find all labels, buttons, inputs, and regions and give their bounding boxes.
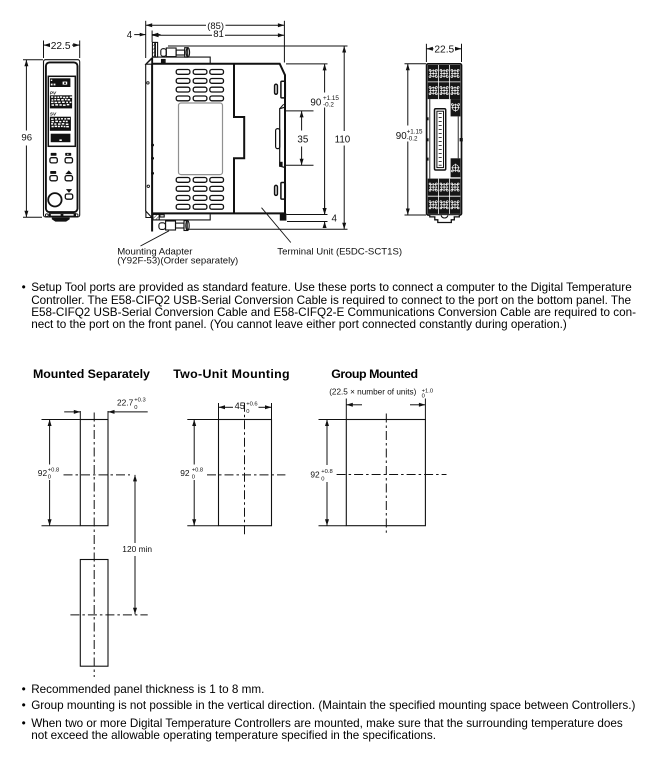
- svg-text:92: 92: [180, 468, 190, 478]
- svg-text:(22.5 × number of units): (22.5 × number of units): [329, 388, 416, 397]
- svg-text:90: 90: [396, 131, 407, 142]
- svg-text:+1.15: +1.15: [407, 129, 423, 136]
- svg-text:0: 0: [422, 394, 425, 400]
- svg-text:0: 0: [48, 475, 51, 481]
- svg-text:+0.8: +0.8: [192, 468, 203, 474]
- svg-text:22.5: 22.5: [51, 41, 71, 52]
- svg-text:Terminal Unit (E5DC-SCT1S): Terminal Unit (E5DC-SCT1S): [277, 247, 402, 258]
- svg-text:0: 0: [134, 405, 137, 411]
- svg-text:PV: PV: [50, 90, 57, 95]
- svg-text:0: 0: [192, 475, 195, 481]
- svg-text:+1.15: +1.15: [323, 95, 339, 102]
- svg-text:45: 45: [235, 401, 245, 411]
- svg-text:(Y92F-53)(Order separately): (Y92F-53)(Order separately): [117, 256, 238, 267]
- svg-text:Mounting Adapter: Mounting Adapter: [117, 247, 193, 258]
- svg-text:110: 110: [335, 134, 351, 145]
- svg-text:(85): (85): [207, 20, 224, 31]
- svg-text:120 min: 120 min: [122, 544, 152, 554]
- svg-text:SV: SV: [50, 112, 57, 117]
- svg-text:+1.0: +1.0: [422, 389, 433, 395]
- svg-text:0: 0: [246, 409, 249, 415]
- svg-text:92: 92: [38, 468, 48, 478]
- svg-text:90: 90: [310, 98, 321, 109]
- svg-text:0: 0: [321, 477, 324, 483]
- svg-text:+0.3: +0.3: [134, 398, 145, 404]
- svg-text:81: 81: [213, 29, 224, 40]
- svg-text:92: 92: [310, 469, 320, 479]
- svg-text:22.5: 22.5: [434, 45, 454, 56]
- svg-text:-0.2: -0.2: [323, 102, 334, 109]
- svg-text:4: 4: [332, 213, 338, 224]
- svg-text:96: 96: [21, 133, 32, 144]
- svg-text:+0.8: +0.8: [48, 468, 59, 474]
- svg-text:22.7: 22.7: [117, 398, 134, 408]
- svg-text:4: 4: [127, 30, 133, 41]
- svg-text:35: 35: [297, 135, 308, 146]
- svg-text:-0.2: -0.2: [407, 136, 418, 143]
- svg-text:+0.8: +0.8: [321, 469, 332, 475]
- svg-text:+0.6: +0.6: [246, 401, 257, 407]
